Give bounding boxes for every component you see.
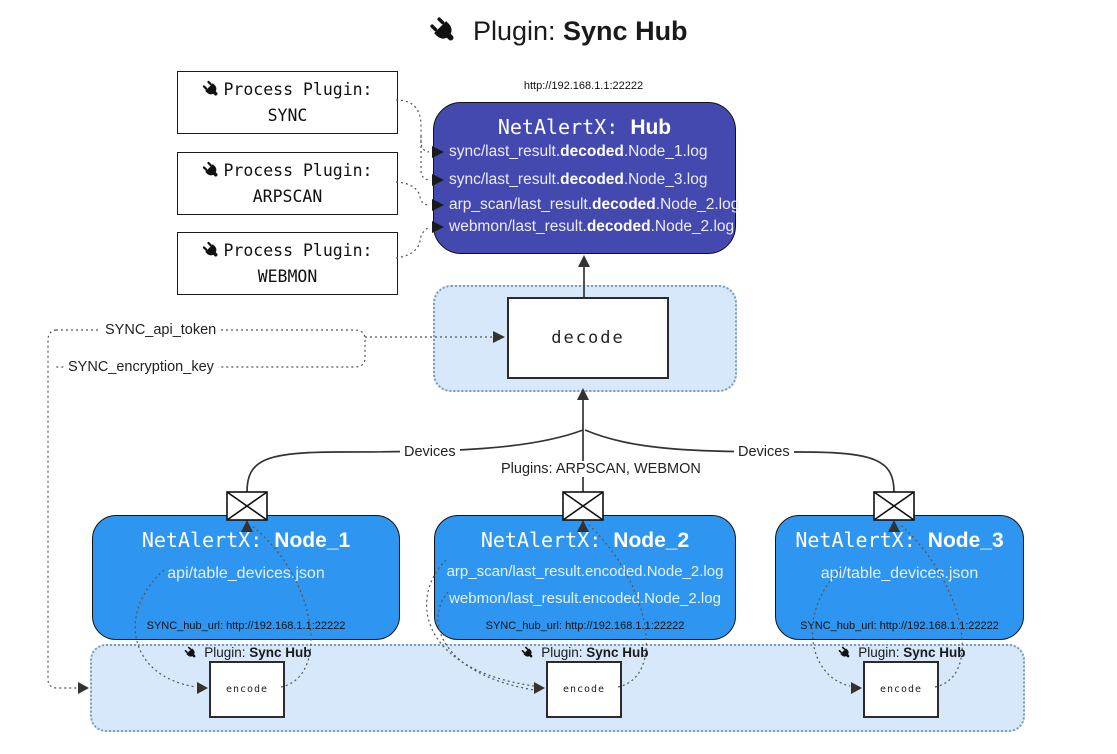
node-file-line: api/table_devices.json [167, 565, 325, 582]
hub-title-prefix: NetAlertX: [497, 115, 619, 139]
process-plugin-label: Process Plugin: [223, 160, 373, 180]
node-title: NetAlertX: Node_1 [141, 528, 351, 552]
plug-icon [184, 646, 199, 660]
encode-box: encode [863, 661, 939, 718]
diagram-title-name: Sync Hub [563, 16, 688, 46]
edge-node1-to-decode [246, 429, 584, 493]
sync-hub-plugin-label: Plugin: Sync Hub [812, 645, 992, 660]
node-file-line: api/table_devices.json [820, 565, 979, 582]
edge-label-devices-left: Devices [400, 444, 460, 460]
edge-node3-to-decode [584, 429, 895, 493]
process-plugin-name: SYNC [267, 105, 308, 125]
hub-title: NetAlertX: Hub [434, 115, 735, 140]
process-plugin-label: Process Plugin: [223, 240, 373, 260]
encode-label: encode [562, 684, 606, 695]
process-plugin-name: ARPSCAN [252, 186, 323, 206]
dotted-sync-to-hub-1 [395, 99, 430, 153]
encode-label: encode [879, 684, 923, 695]
hub-file-line: arp_scan/last_result.decoded.Node_2.log [449, 196, 740, 213]
hub-file-line: sync/last_result.decoded.Node_1.log [449, 143, 708, 160]
node-hub-url: SYNC_hub_url: http://192.168.1.1:22222 [485, 620, 685, 632]
encode-box: encode [209, 661, 285, 718]
node-title: NetAlertX: Node_3 [795, 528, 1004, 552]
node-box-node3: NetAlertX: Node_3 api/table_devices.json… [775, 515, 1024, 640]
hub-box: NetAlertX: Hub sync/last_result.decoded.… [433, 102, 740, 254]
dotted-config-to-panel [47, 329, 78, 689]
process-plugin-box-arpscan: Process Plugin: ARPSCAN [177, 152, 398, 215]
plug-icon [521, 646, 536, 660]
edge-label-plugins: Plugins: ARPSCAN, WEBMON [497, 461, 705, 477]
dotted-webmon-to-hub [395, 227, 429, 259]
node-hub-url: SYNC_hub_url: http://192.168.1.1:22222 [800, 620, 999, 632]
plug-icon [838, 646, 853, 660]
encode-box: encode [546, 661, 622, 718]
plug-icon [202, 160, 222, 180]
process-plugin-label: Process Plugin: [223, 79, 373, 99]
plug-icon [429, 16, 460, 46]
hub-title-name: Hub [630, 116, 672, 139]
decode-box: decode [507, 297, 669, 379]
process-plugin-name: WEBMON [257, 266, 318, 286]
dotted-sync-to-hub-2 [420, 136, 430, 181]
hub-file-line: sync/last_result.decoded.Node_3.log [449, 171, 708, 188]
dotted-arpscan-to-hub [395, 181, 429, 206]
hub-file-line: webmon/last_result.decoded.Node_2.log [449, 218, 735, 235]
decode-label: decode [551, 328, 625, 348]
node-box-node1: NetAlertX: Node_1 api/table_devices.json… [92, 515, 400, 640]
node-file-line: arp_scan/last_result.encoded.Node_2.log [446, 563, 724, 580]
process-plugin-box-webmon: Process Plugin: WEBMON [177, 232, 398, 295]
process-plugin-box-sync: Process Plugin: SYNC [177, 71, 398, 134]
diagram-title-prefix: Plugin: [472, 16, 556, 46]
node-box-node2: NetAlertX: Node_2 arp_scan/last_result.e… [434, 515, 736, 640]
diagram-title: Plugin: Sync Hub [0, 16, 1117, 47]
encode-label: encode [225, 684, 269, 695]
config-label-encryption-key: SYNC_encryption_key [64, 359, 218, 375]
node-hub-url: SYNC_hub_url: http://192.168.1.1:22222 [146, 620, 346, 632]
plug-icon [202, 240, 222, 260]
arrowhead-up [578, 255, 590, 267]
sync-hub-plugin-label: Plugin: Sync Hub [495, 645, 675, 660]
node-title: NetAlertX: Node_2 [480, 528, 690, 552]
node-file-line: webmon/last_result.encoded.Node_2.log [449, 590, 721, 607]
hub-url-label: http://192.168.1.1:22222 [523, 80, 644, 92]
plug-icon [202, 79, 222, 99]
config-label-api-token: SYNC_api_token [101, 322, 221, 338]
arrowhead-right [78, 682, 89, 694]
sync-hub-plugin-label: Plugin: Sync Hub [158, 645, 338, 660]
edge-label-devices-right: Devices [734, 444, 794, 460]
dotted-config-bracket [56, 329, 366, 368]
